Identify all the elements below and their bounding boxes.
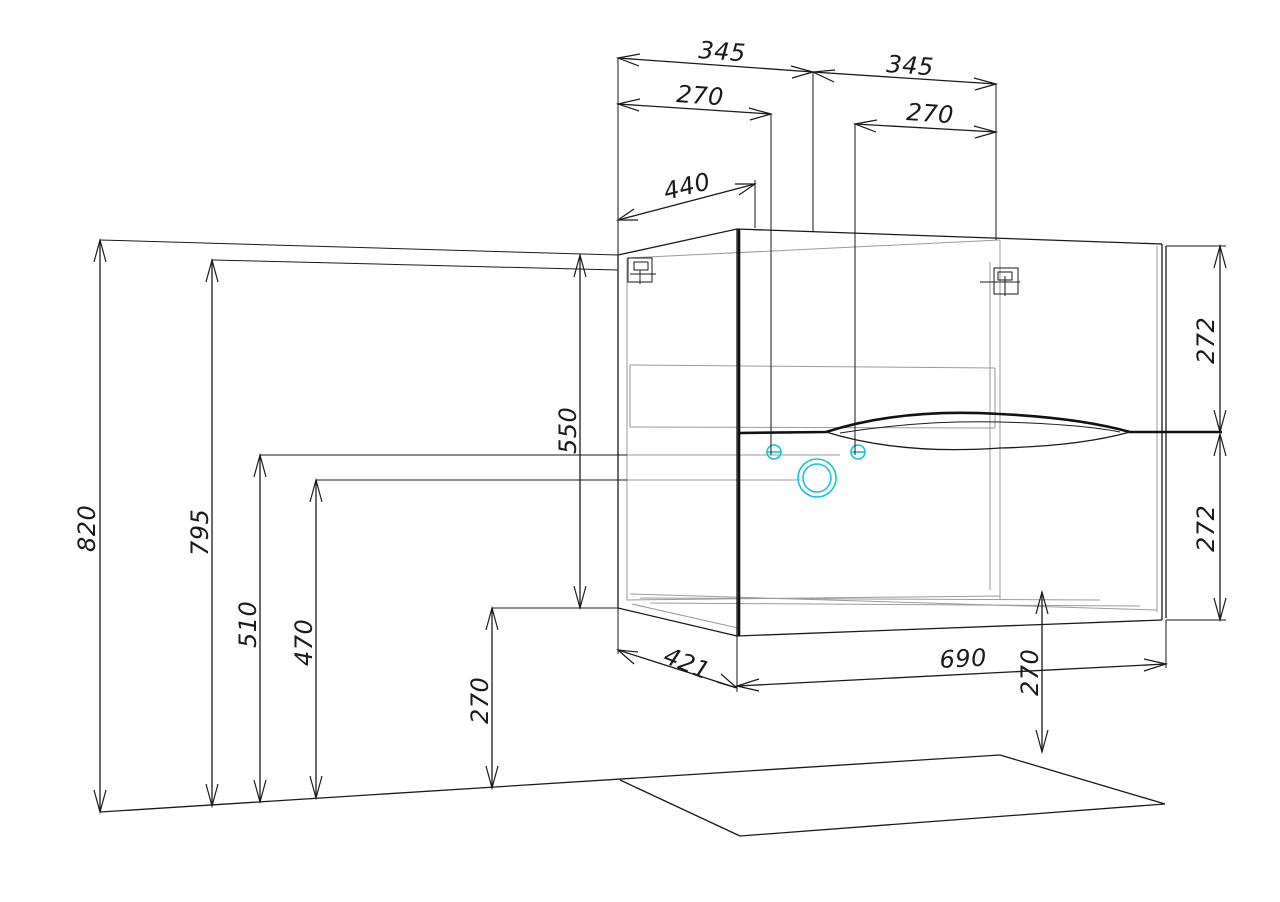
left-bracket-icon [627,257,656,284]
cabinet-body [617,228,1222,637]
dimension-lines [93,53,1227,815]
right-bracket-icon [980,267,1020,296]
plumbing-outlets-icon [766,444,866,498]
floor-plane [99,754,1166,837]
dim-total-height: 820 [73,505,101,552]
cabinet-interior-lines [626,239,1158,629]
dim-top-edge-height: 795 [186,509,214,556]
dim-half-width-right: 345 [886,50,935,81]
dim-body-height: 550 [554,407,582,454]
dim-inner-width-left: 270 [676,80,725,111]
dim-front-width: 690 [939,644,988,674]
dim-floor-clearance-right: 270 [1016,649,1044,696]
dim-floor-clearance-left: 270 [466,677,494,724]
dim-drawer-bottom-height: 272 [1192,505,1220,552]
dim-inner-width-right: 270 [906,98,955,129]
dim-half-width-left: 345 [698,36,747,67]
dim-top-depth: 440 [661,167,714,206]
dim-drawer-top-height: 272 [1192,317,1220,364]
dimension-labels: 820 795 510 470 270 550 270 272 272 421 … [73,36,1220,724]
dim-side-depth: 421 [660,642,714,686]
dim-upper-drain-height: 510 [234,601,262,648]
dim-lower-drain-height: 470 [290,619,318,666]
